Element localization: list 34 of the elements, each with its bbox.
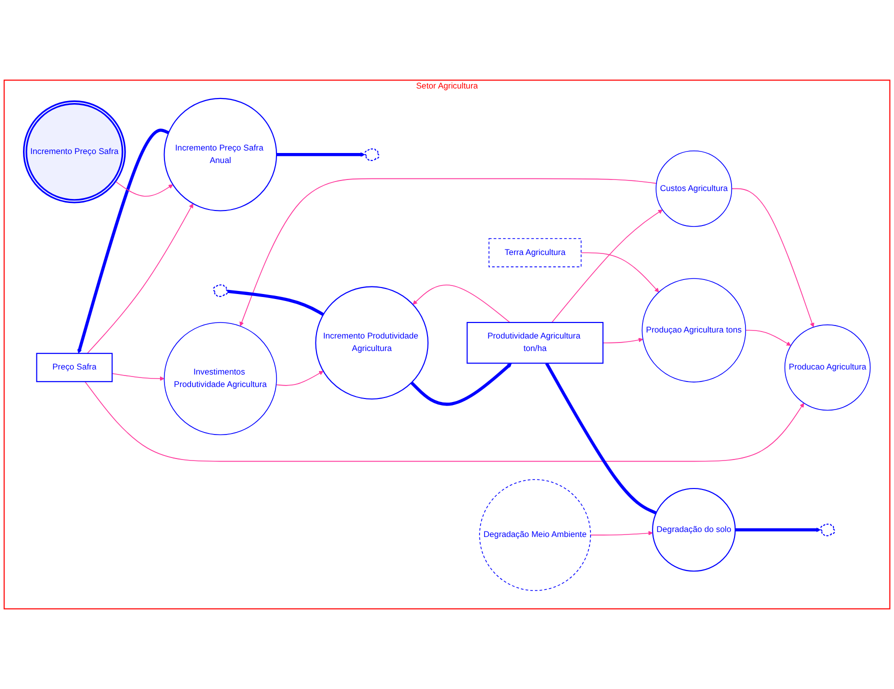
arrow xyxy=(276,152,366,157)
node-circle: Custos Agricultura xyxy=(656,150,732,227)
arrow xyxy=(745,330,792,346)
arrow xyxy=(410,363,512,406)
arrow xyxy=(115,181,174,197)
connector xyxy=(545,362,657,515)
arrow xyxy=(602,338,644,344)
node-cloud xyxy=(364,148,380,162)
node-cloud xyxy=(820,524,836,536)
node-cloud xyxy=(212,284,228,297)
arrow xyxy=(731,188,814,328)
node-circle: Degradação Meio Ambiente xyxy=(479,479,591,591)
node-circle: Incremento Preço Safra Anual xyxy=(164,98,278,212)
node-circle: Producao Agricultura xyxy=(784,324,871,411)
node-box: Terra Agricultura xyxy=(488,238,582,268)
arrow xyxy=(580,252,660,292)
node-circle: Degradação do solo xyxy=(652,488,736,572)
node-circle: Incremento Preço Safra xyxy=(22,100,126,204)
node-circle: Produçao Agricultura tons xyxy=(642,278,746,382)
node-circle: Investimentos Produtividade Agricultura xyxy=(164,322,277,436)
node-box: Produtividade Agricultura ton/ha xyxy=(466,322,604,364)
arrow xyxy=(735,528,821,532)
arrow xyxy=(276,370,324,386)
arrow xyxy=(551,210,663,323)
arrow xyxy=(412,284,510,323)
arrow xyxy=(84,381,804,462)
arrow xyxy=(240,178,657,326)
arrow xyxy=(112,373,164,381)
arrow xyxy=(86,203,194,354)
arrow xyxy=(77,128,170,354)
connector xyxy=(227,290,324,316)
node-box: Preço Safra xyxy=(36,352,113,382)
node-circle: Incremento Produtividade Agricultura xyxy=(315,286,429,400)
arrow xyxy=(590,530,653,536)
